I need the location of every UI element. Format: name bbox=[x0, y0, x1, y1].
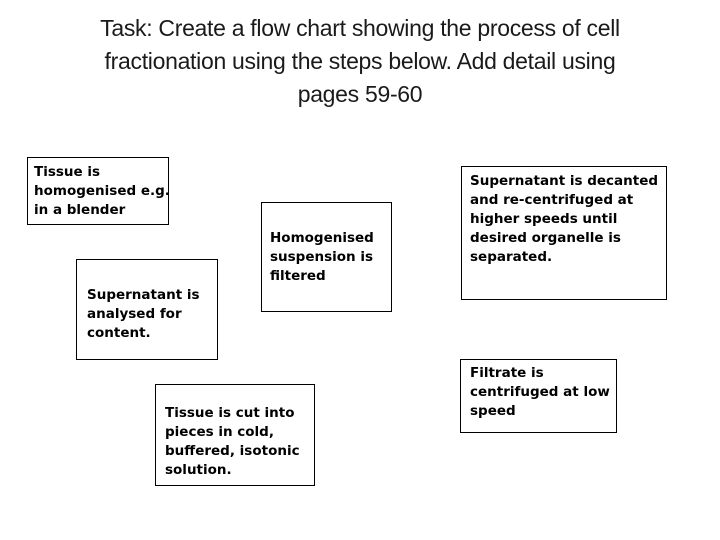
step-box-filtrate-centrifuged: Filtrate is centrifuged at low speed bbox=[460, 359, 617, 433]
step-box-tissue-homogenised: Tissue is homogenised e.g. in a blender bbox=[27, 157, 170, 225]
step-box-supernatant-decanted: Supernatant is decanted and re-centrifug… bbox=[461, 166, 667, 300]
step-box-homogenised-suspension-filtered: Homogenised suspension is filtered bbox=[261, 202, 392, 312]
slide-title: Task: Create a flow chart showing the pr… bbox=[100, 15, 620, 107]
step-box-tissue-cut: Tissue is cut into pieces in cold, buffe… bbox=[155, 384, 315, 486]
step-box-supernatant-analysed: Supernatant is analysed for content. bbox=[76, 259, 218, 360]
